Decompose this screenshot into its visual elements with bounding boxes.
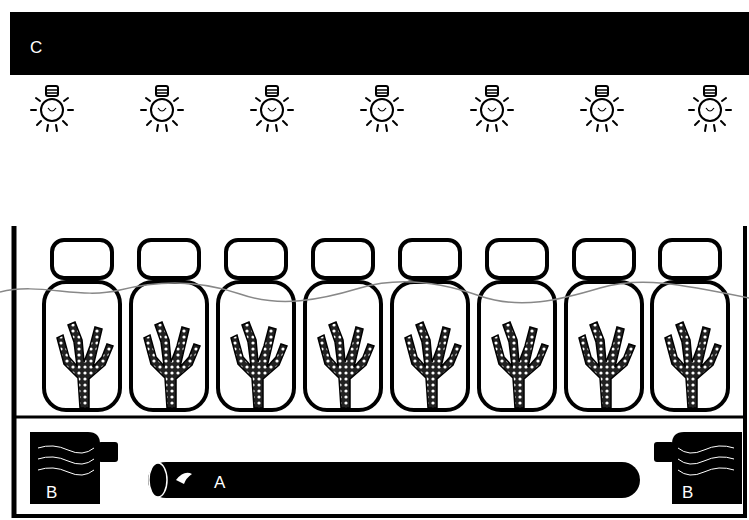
pump: B	[28, 428, 120, 508]
node-shape	[652, 428, 744, 508]
part-label: C	[30, 39, 42, 56]
node-shape	[10, 12, 749, 75]
part-label: A	[214, 474, 225, 491]
pump: B	[652, 428, 744, 508]
part-label: B	[46, 484, 57, 501]
heater: A	[144, 458, 644, 502]
light-bar: C	[10, 12, 749, 75]
node-shape	[28, 428, 120, 508]
part-label: B	[682, 484, 693, 501]
